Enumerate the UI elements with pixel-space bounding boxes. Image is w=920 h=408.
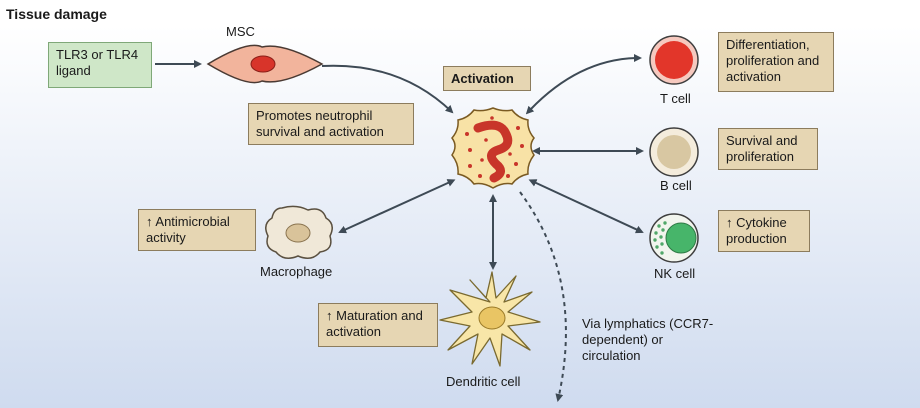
msc-label: MSC <box>226 24 255 39</box>
neutrophil-icon <box>451 107 535 189</box>
nk-cell-icon <box>649 213 699 263</box>
dendritic-effect-box: ↑ Maturation and activation <box>318 303 438 347</box>
tcell-label: T cell <box>660 91 691 106</box>
arrow-migration <box>519 191 567 402</box>
dendritic-cell-icon <box>439 271 541 367</box>
msc-icon <box>206 44 324 84</box>
promotes-box: Promotes neutrophil survival and activat… <box>248 103 414 145</box>
macrophage-icon <box>265 205 333 259</box>
activation-box: Activation <box>443 66 531 91</box>
arrow-neutrophil-tcell <box>525 54 642 115</box>
b-cell-icon <box>649 127 699 177</box>
migration-label: Via lymphatics (CCR7-dependent) or circu… <box>582 316 714 363</box>
diagram-title: Tissue damage <box>6 6 107 22</box>
arrow-neutrophil-macrophage <box>338 179 456 234</box>
nkcell-label: NK cell <box>654 266 696 281</box>
t-cell-icon <box>649 35 699 85</box>
bcell-effect-box: Survival and proliferation <box>718 128 818 170</box>
macrophage-effect-box: ↑ Antimicrobial activity <box>138 209 256 251</box>
dendritic-label: Dendritic cell <box>446 374 521 389</box>
arrow-neutrophil-nkcell <box>528 179 644 234</box>
tcell-effect-box: Differentiation, proliferation and activ… <box>718 32 834 92</box>
nkcell-effect-box: ↑ Cytokine production <box>718 210 810 252</box>
ligand-box: TLR3 or TLR4 ligand <box>48 42 152 88</box>
bcell-label: B cell <box>660 178 692 193</box>
macrophage-label: Macrophage <box>260 264 333 279</box>
arrow-msc-to-neutrophil <box>321 64 454 114</box>
